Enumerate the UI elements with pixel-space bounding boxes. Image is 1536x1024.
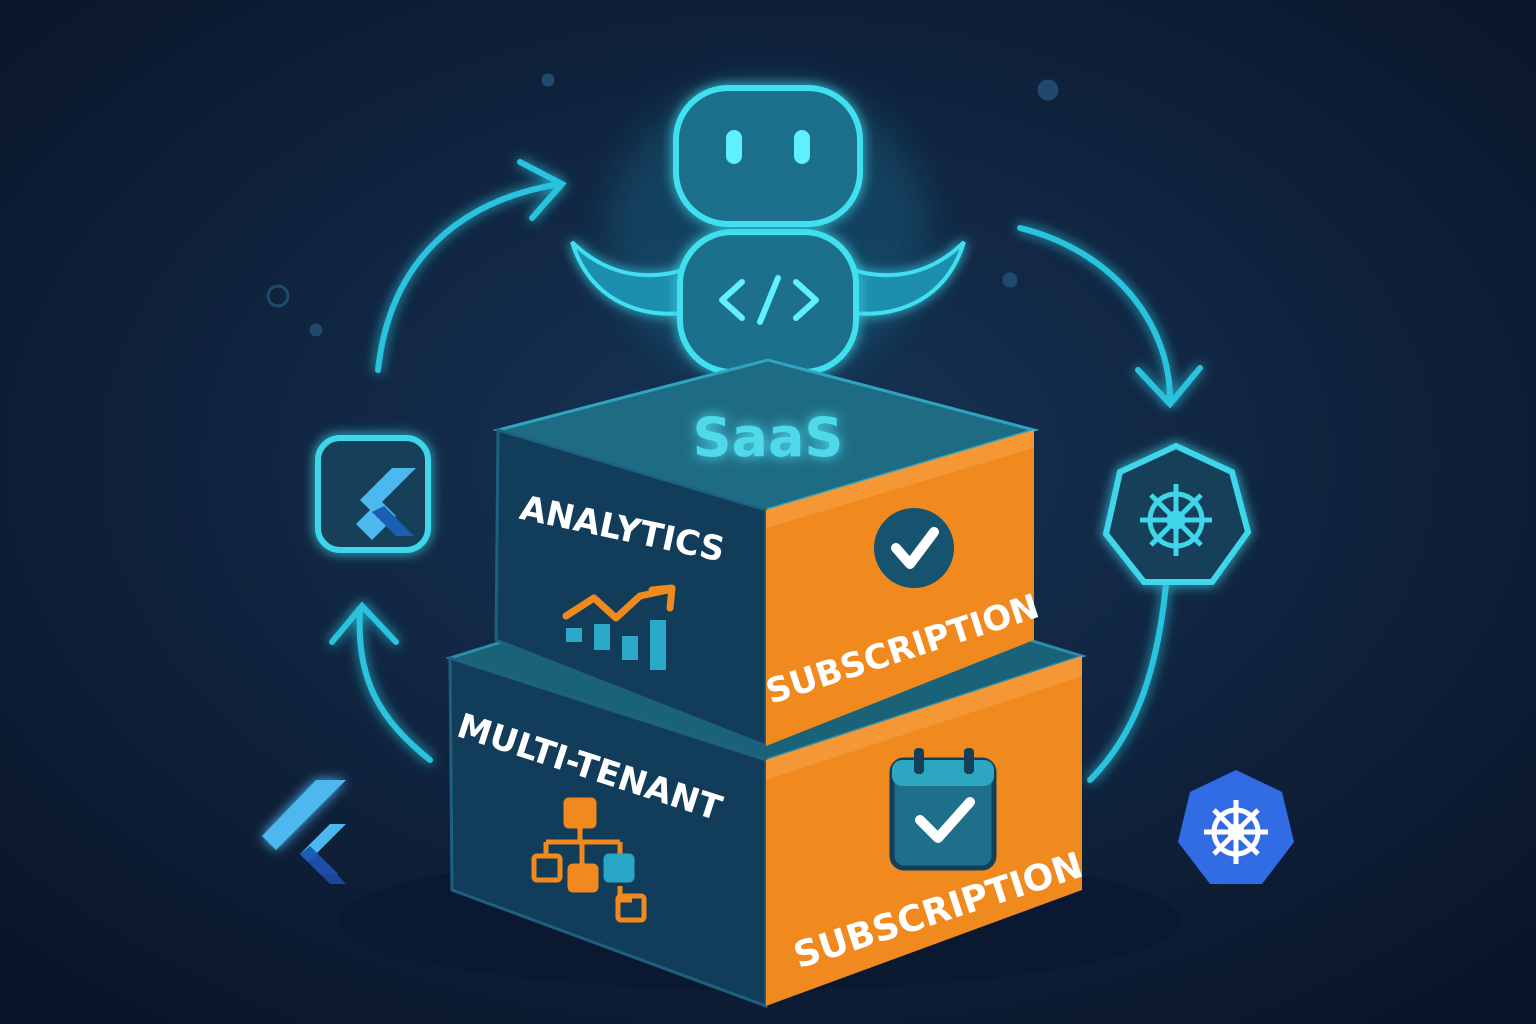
top-box: SaaS ANALYTICS SUBSCRIPTION — [492, 358, 1044, 749]
robot-left-wing — [570, 240, 692, 316]
flutter-logo-icon — [356, 468, 416, 540]
arrow-right-bottom-curve — [1087, 557, 1171, 783]
arrow-top-left-head — [517, 159, 567, 221]
arrow-top-left-icon — [375, 181, 563, 373]
robot-left-eye — [726, 130, 742, 164]
robot-head — [673, 85, 863, 227]
arrow-left-up-icon — [356, 607, 433, 763]
decorative-dots — [266, 73, 1059, 337]
analytics-chart-icon — [562, 584, 676, 670]
bottom-right-kubernetes — [1178, 770, 1294, 884]
top-box-right-face — [766, 430, 1034, 746]
calendar-check-icon — [889, 748, 997, 871]
arrow-left-up-head — [329, 601, 399, 645]
robot-right-eye — [794, 130, 810, 164]
arrow-top-right-head — [1135, 365, 1203, 409]
right-kubernetes-tile — [1102, 442, 1252, 585]
bottom-left-flutter — [262, 780, 346, 884]
flutter-logo-icon — [262, 780, 346, 850]
kubernetes-helm-icon — [1140, 484, 1212, 556]
left-flutter-tile — [315, 435, 431, 553]
code-brackets-icon — [719, 275, 819, 325]
saas-label: SaaS — [693, 406, 844, 469]
checkmark-circle-icon — [874, 508, 954, 588]
kubernetes-wheel-icon — [1204, 800, 1268, 864]
cycle-arrows — [329, 159, 1203, 783]
arrow-top-right-icon — [1017, 225, 1173, 403]
hierarchy-icon — [531, 797, 647, 923]
robot-right-wing — [844, 240, 966, 316]
robot-icon — [570, 80, 966, 380]
